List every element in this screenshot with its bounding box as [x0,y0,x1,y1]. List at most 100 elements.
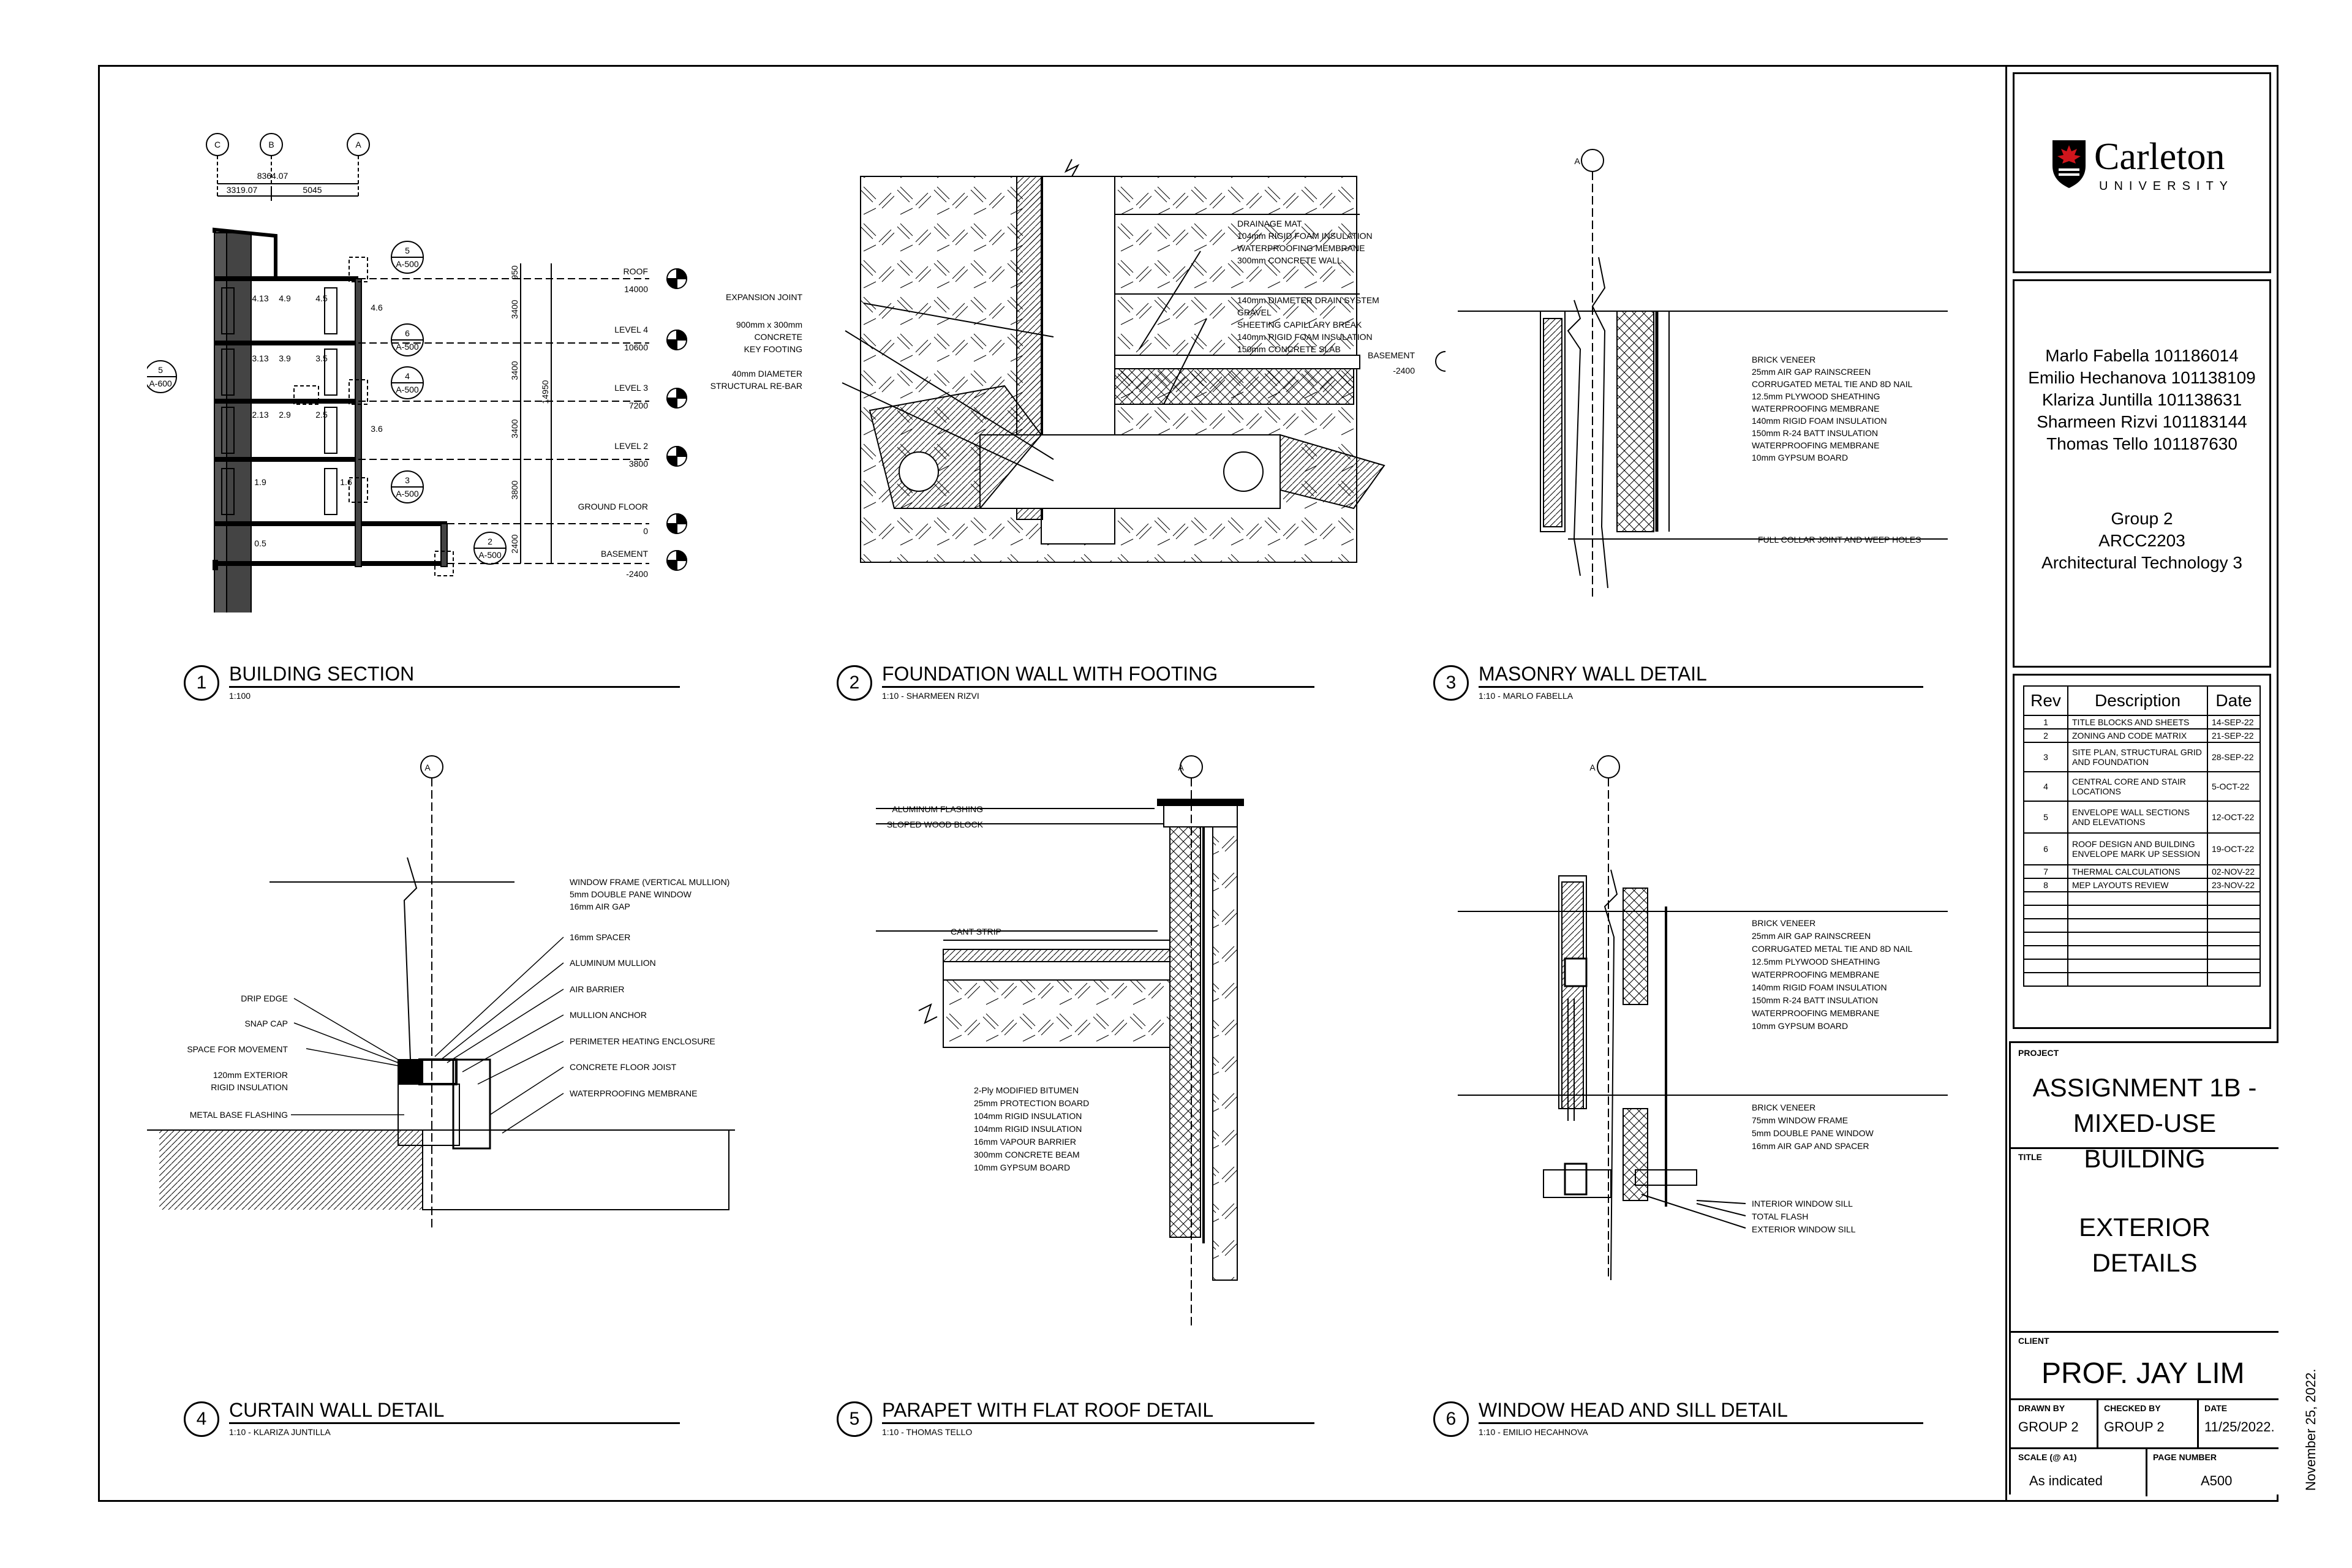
rev-desc: TITLE BLOCKS AND SHEETS [2067,715,2208,729]
level-name: BASEMENT [1368,350,1415,360]
level-name: GROUND FLOOR [578,502,648,511]
note: EXPANSION JOINT [726,292,802,302]
rev-num: 2 [2023,728,2068,743]
level-elev: -2400 [1393,366,1415,375]
callout-sheet: A-500 [478,550,502,560]
rev-date: 21-SEP-22 [2207,728,2261,743]
rev-num: 3 [2023,742,2068,772]
note: 10mm GYPSUM BOARD [1752,453,1848,462]
note: WATERPROOFING MEMBRANE [1752,970,1879,979]
page-label: PAGE NUMBER [2153,1452,2217,1462]
note: ALUMINUM FLASHING [892,804,983,814]
level-elev: 0 [643,526,648,536]
room-height: 3.9 [279,353,291,363]
vdim: 950 [510,265,519,280]
level-name: LEVEL 4 [614,325,648,334]
detail-name: BUILDING SECTION [229,663,415,685]
client-name: PROF. JAY LIM [2041,1357,2245,1390]
vdim-total: 14950 [540,380,550,404]
note: 16mm AIR GAP AND SPACER [1752,1141,1869,1151]
detail-name: WINDOW HEAD AND SILL DETAIL [1479,1399,1788,1421]
note: METAL BASE FLASHING [190,1110,288,1120]
note: EXTERIOR WINDOW SILL [1752,1224,1856,1234]
rev-date: 12-OCT-22 [2207,801,2261,834]
rev-desc: THERMAL CALCULATIONS [2067,864,2208,879]
room-height: 4.13 [252,293,268,303]
room-height: 4.9 [279,293,291,303]
grid-label: A [1574,156,1580,166]
date-label: DATE [2204,1403,2228,1413]
note: PERIMETER HEATING ENCLOSURE [570,1036,715,1046]
members-box: Marlo Fabella 101186014 Emilio Hechanova… [2013,279,2271,668]
note: WATERPROOFING MEMBRANE [1237,243,1365,253]
detail-scale: 1:10 - MARLO FABELLA [1479,691,1574,701]
vdim: 3400 [510,300,519,318]
grid-label: A [1178,763,1184,772]
note: 75mm WINDOW FRAME [1752,1115,1848,1125]
rev-desc: ZONING AND CODE MATRIX [2067,728,2208,743]
note: 300mm CONCRETE WALL [1237,255,1342,265]
description-header: Description [2067,685,2208,716]
rev-date: 23-NOV-22 [2207,878,2261,892]
vdim: 3400 [510,419,519,438]
note: BRICK VENEER [1752,355,1815,364]
callout-num: 3 [405,475,410,485]
callout-num: 6 [405,328,410,338]
divider [2146,1447,2147,1496]
note: 25mm AIR GAP RAINSCREEN [1752,931,1871,941]
detail-name: PARAPET WITH FLAT ROOF DETAIL [882,1399,1214,1421]
detail-number: 3 [1433,665,1469,701]
divider [2197,1398,2199,1447]
note: 16mm SPACER [570,932,630,942]
title-line: EXTERIOR [2079,1213,2211,1242]
dim-right: 5045 [303,185,322,195]
note: MULLION ANCHOR [570,1010,647,1020]
rev-desc: ROOF DESIGN AND BUILDING ENVELOPE MARK U… [2067,832,2208,865]
level-elev: 10600 [624,342,648,352]
callout-sheet: A-500 [396,342,419,352]
drawn-label: DRAWN BY [2018,1403,2065,1413]
note: CORRUGATED METAL TIE AND 8D NAIL [1752,944,1913,954]
note: WATERPROOFING MEMBRANE [1752,440,1879,450]
member-name: Thomas Tello 101187630 [2046,434,2237,453]
level-name: BASEMENT [601,549,648,559]
detail-scale: 1:10 - THOMAS TELLO [882,1427,973,1437]
detail-number: 1 [184,665,219,701]
rev-num: 6 [2023,832,2068,865]
drawn-value: GROUP 2 [2018,1419,2079,1434]
note: 40mm DIAMETER [732,369,802,379]
callout-num: 4 [405,371,410,381]
callout-sheet: A-600 [149,379,172,388]
checked-value: GROUP 2 [2104,1419,2165,1434]
group-line: ARCC2203 [2098,531,2185,550]
note: STRUCTURAL RE-BAR [710,381,802,391]
rev-date: 19-OCT-22 [2207,832,2261,865]
detail-scale: 1:10 - SHARMEEN RIZVI [882,691,979,701]
divider [2011,1331,2278,1333]
level-name: ROOF [624,266,648,276]
callout-sheet: A-500 [396,259,419,269]
note: CONCRETE [754,332,802,342]
grid-label: A [355,140,361,149]
parapet-roof-drawing: ALUMINUM FLASHING SLOPED WOOD BLOCK CANT… [876,755,1244,1329]
note: 10mm GYPSUM BOARD [974,1163,1070,1172]
note: CANT STRIP [951,927,1001,937]
grid-label: B [268,140,274,149]
rev-num: 4 [2023,771,2068,802]
logo-sub-text: UNIVERSITY [2099,179,2234,193]
building-section-drawing: C B A 8364.07 3319.07 5045 ROOF 14000 LE… [147,133,688,612]
detail-scale: 1:10 - EMILIO HECAHNOVA [1479,1427,1588,1437]
note: WATERPROOFING MEMBRANE [1752,1008,1879,1018]
note: SHEETING CAPILLARY BREAK [1237,320,1362,330]
note: DRAINAGE MAT [1237,219,1302,228]
project-box: PROJECT ASSIGNMENT 1B - MIXED-USE BUILDI… [2009,1041,2278,1496]
sheet-title: EXTERIOR DETAILS [2011,1210,2278,1281]
room-height: 1.9 [254,477,266,487]
divider [2011,1447,2278,1449]
